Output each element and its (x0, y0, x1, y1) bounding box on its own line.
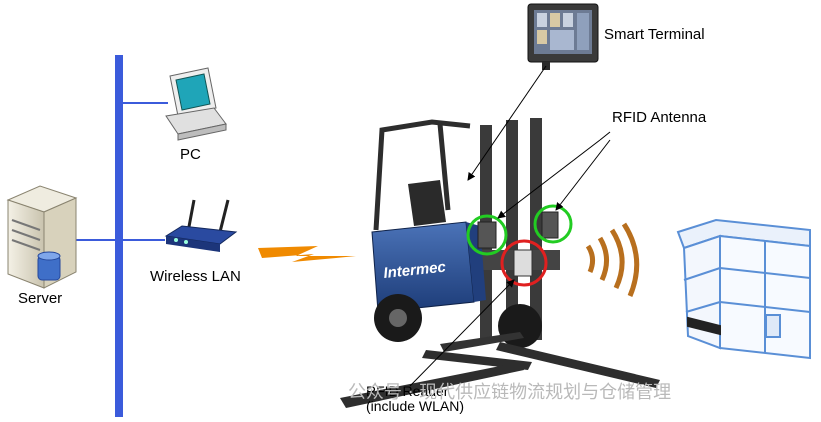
pc-icon (165, 67, 227, 141)
antenna-pointer-left (497, 139, 601, 219)
forklift-image: Intermec (340, 118, 660, 408)
smart-terminal-pointer (467, 65, 547, 181)
rfid-reader-label: RFID Reader (366, 383, 449, 399)
wireless-signal-bolt (258, 246, 356, 262)
antenna-ring-right (533, 204, 573, 244)
smart-terminal-icon (527, 3, 599, 70)
rfid-waves-icon (585, 222, 640, 297)
antenna-pointer-top (599, 131, 611, 141)
wireless-router-icon (164, 199, 238, 252)
reader-ring (500, 239, 548, 287)
container-icon (676, 218, 811, 360)
rfid-antenna-label: RFID Antenna (612, 109, 707, 126)
antenna-pointer-right (555, 139, 611, 211)
rfid-reader-sublabel: (include WLAN) (366, 398, 465, 414)
watermark: 公众号 · 现代供应链物流规划与仓储管理 (348, 382, 672, 403)
reader-pointer (409, 279, 515, 387)
smart-terminal-label: Smart Terminal (604, 26, 705, 43)
antenna-ring-left (466, 214, 508, 256)
pc-label: PC (180, 146, 201, 163)
forklift-brand: Intermec (383, 258, 448, 282)
server-icon (6, 185, 78, 289)
server-label: Server (18, 290, 63, 307)
wireless-lan-label: Wireless LAN (150, 268, 241, 285)
network-bus (115, 55, 123, 417)
